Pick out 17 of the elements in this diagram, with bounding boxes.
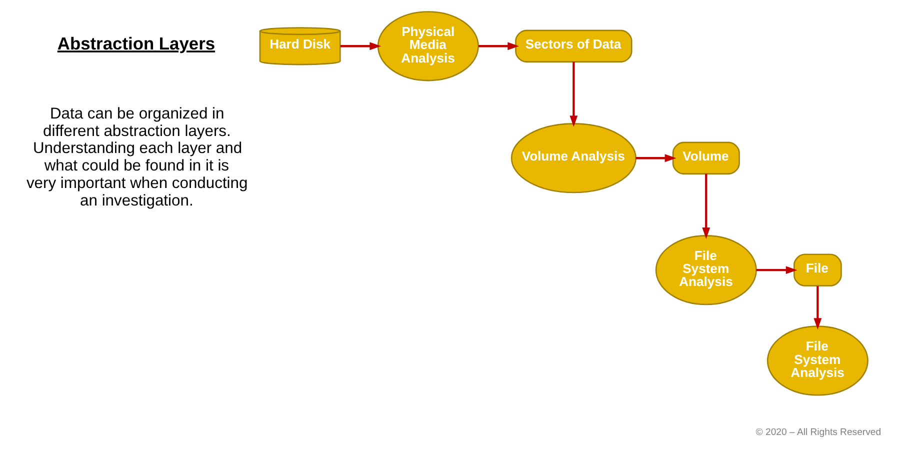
label: Data can be organized in different abstraction layers. Understanding each layer and what could be found in it is very important when conducting an investigation. bbox=[26, 105, 248, 210]
arrow bbox=[756, 266, 797, 274]
arrow bbox=[340, 42, 381, 50]
node-ellipse: Physical Media Analysis bbox=[376, 11, 478, 82]
node-box: Volume bbox=[672, 142, 740, 174]
node-ellipse: Volume Analysis bbox=[510, 123, 636, 194]
arrow bbox=[478, 42, 518, 50]
node-ellipse: File System Analysis bbox=[766, 326, 868, 396]
node-ellipse: File System Analysis bbox=[654, 235, 756, 306]
arrow bbox=[569, 62, 578, 127]
label: © 2020 – All Rights Reserved bbox=[755, 427, 881, 438]
arrow bbox=[813, 286, 822, 330]
node-box: File bbox=[793, 254, 842, 286]
node-box: Sectors of Data bbox=[514, 30, 632, 62]
label: Abstraction Layers bbox=[56, 34, 215, 54]
arrow bbox=[635, 154, 676, 162]
arrow bbox=[702, 174, 710, 239]
